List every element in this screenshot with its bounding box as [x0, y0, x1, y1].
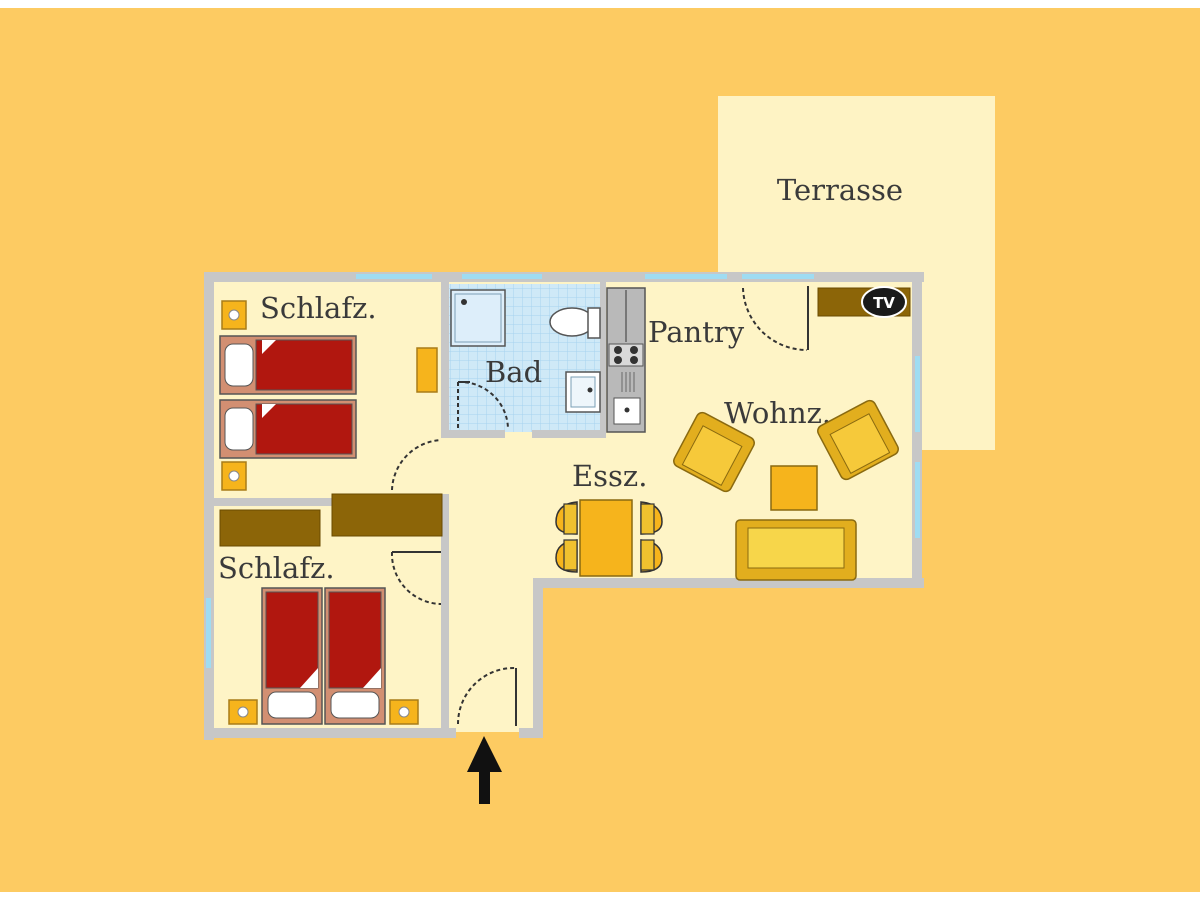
living-room-label: Wohnz. [724, 396, 831, 430]
coffee-table [770, 465, 818, 511]
bed [219, 399, 357, 459]
armchair [817, 399, 899, 481]
bathroom-label: Bad [485, 355, 542, 389]
nightstand [228, 699, 258, 725]
bedroom-label: Schlafz. [260, 291, 377, 325]
bed [219, 335, 357, 395]
tv-icon: TV [861, 286, 907, 318]
dining-set [555, 499, 663, 577]
dining-room-label: Essz. [572, 459, 647, 493]
wardrobe [219, 509, 321, 547]
nightstand [221, 300, 247, 330]
kitchenette [606, 287, 646, 433]
armchair [673, 411, 755, 493]
shower-tray [450, 289, 506, 347]
bed [261, 587, 323, 725]
sofa [735, 519, 857, 581]
tv-label: TV [873, 294, 895, 312]
toilet [549, 307, 601, 339]
small-cabinet [416, 347, 438, 393]
bed [324, 587, 386, 725]
nightstand [389, 699, 419, 725]
washbasin [565, 371, 601, 413]
nightstand [221, 461, 247, 491]
wardrobe [331, 493, 443, 537]
door-leaves [392, 286, 809, 726]
terrace-label: Terrasse [777, 173, 903, 207]
entrance-arrow-icon [467, 736, 502, 804]
windows [206, 274, 920, 668]
bedroom-label: Schlafz. [218, 551, 335, 585]
pantry-label: Pantry [648, 315, 745, 349]
